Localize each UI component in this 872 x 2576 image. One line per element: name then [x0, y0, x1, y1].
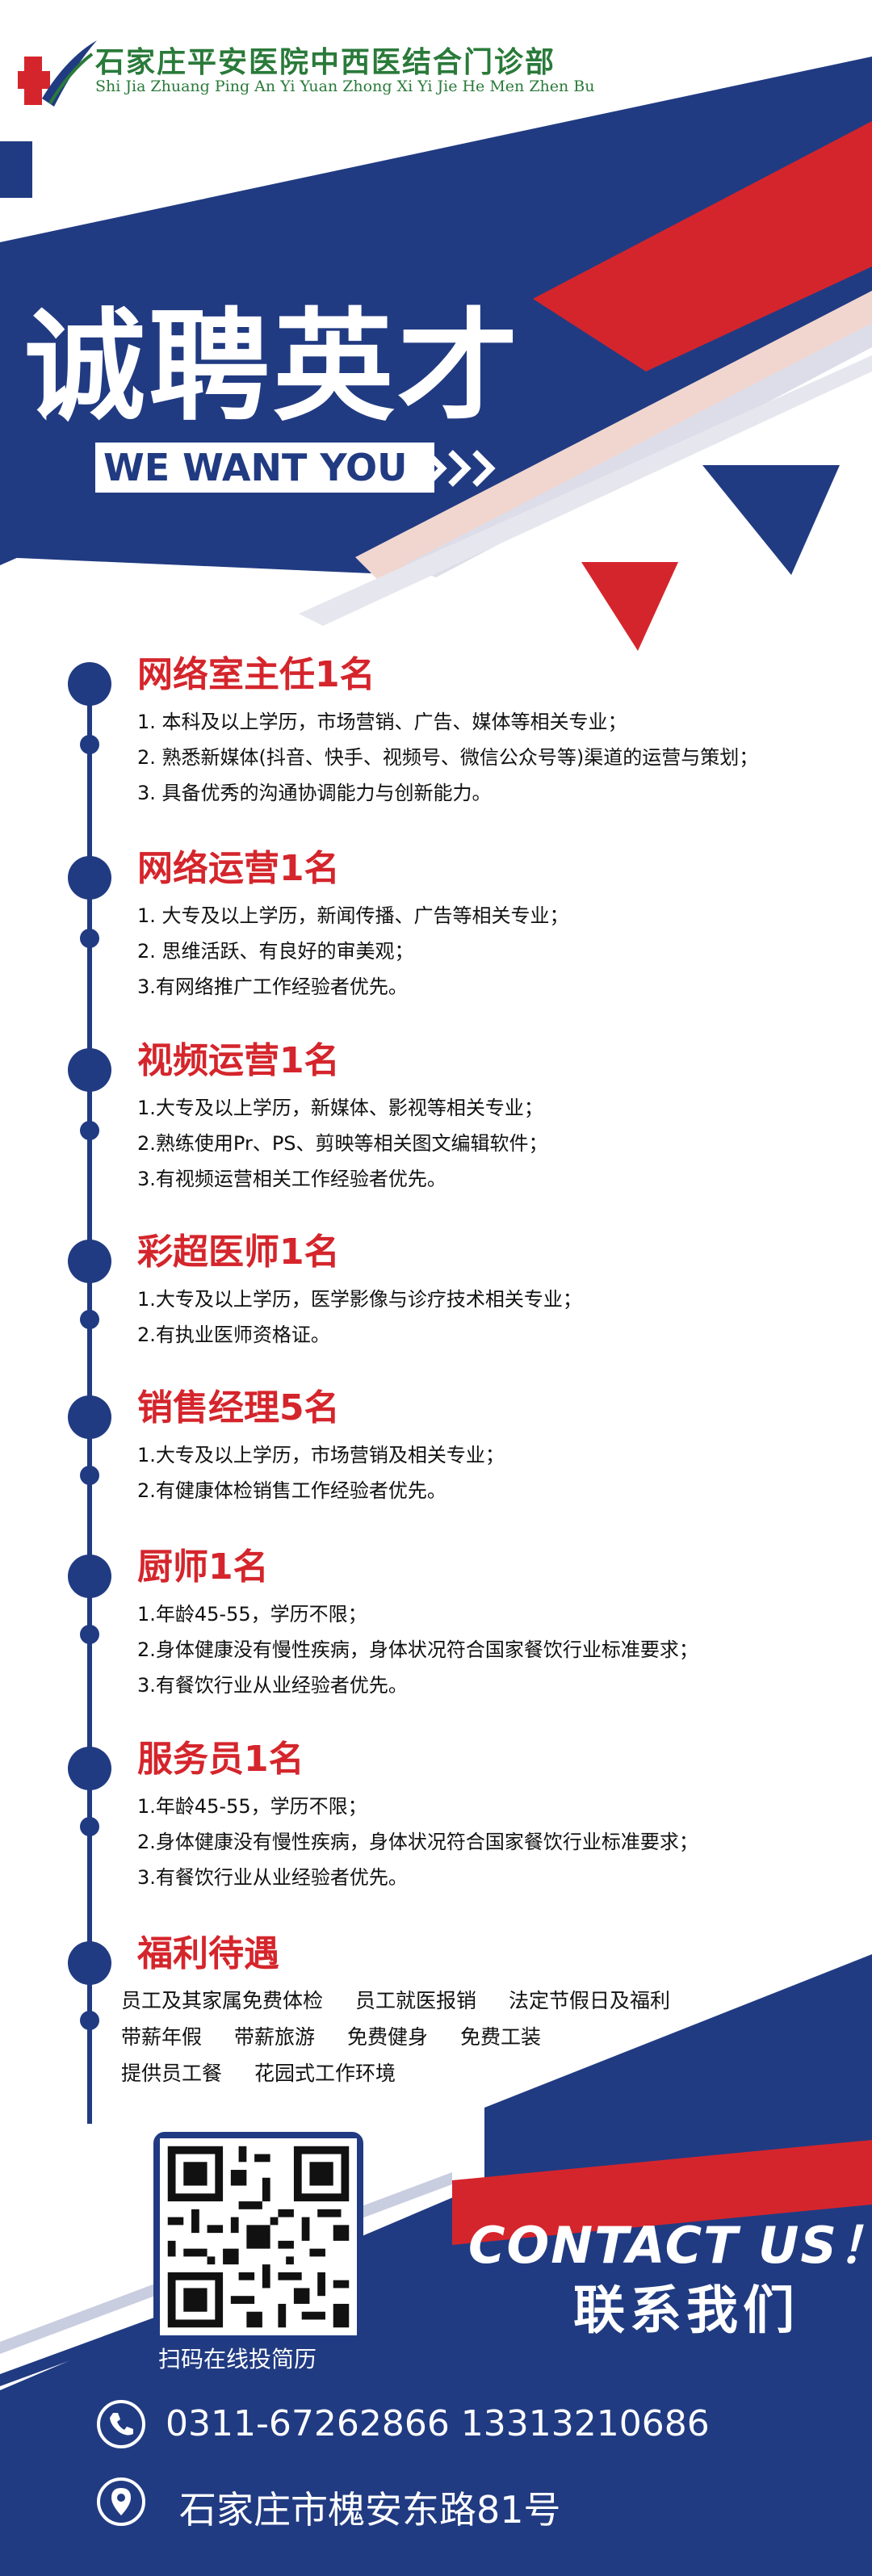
location-pin-icon — [97, 2477, 145, 2526]
benefit-item: 免费健身 — [347, 2025, 429, 2049]
job-requirement: 1.年龄45-55，学历不限； — [137, 1795, 367, 1818]
benefit-item: 员工就医报销 — [355, 1989, 477, 2012]
hero-title: 诚聘英才 — [24, 297, 522, 438]
job-block: 网络运营1名 1. 大专及以上学历，新闻传播、广告等相关专业； 2. 思维活跃、… — [137, 846, 848, 1005]
job-requirement: 2. 熟悉新媒体(抖音、快手、视频号、微信公众号等)渠道的运营与策划； — [137, 746, 759, 769]
timeline-dot-small — [80, 1121, 99, 1140]
hero-subtitle-box — [95, 443, 434, 493]
benefits-row: 带薪年假 带薪旅游 免费健身 免费工装 — [121, 2019, 783, 2055]
job-title: 销售经理5名 — [137, 1387, 340, 1429]
job-requirement: 2.身体健康没有慢性疾病，身体状况符合国家餐饮行业标准要求； — [137, 1638, 698, 1661]
job-requirement: 1.大专及以上学历，新媒体、影视等相关专业； — [137, 1097, 543, 1119]
benefit-item: 花园式工作环境 — [254, 2062, 396, 2085]
phone-icon — [97, 2400, 145, 2448]
job-title: 厨师1名 — [137, 1546, 269, 1588]
contact-heading-en: CONTACT US！ — [468, 2216, 872, 2275]
benefits-row: 提供员工餐 花园式工作环境 — [121, 2055, 783, 2091]
job-requirement: 3. 具备优秀的沟通协调能力与创新能力。 — [137, 782, 492, 804]
hospital-name-en: Shi Jia Zhuang Ping An Yi Yuan Zhong Xi … — [95, 78, 595, 95]
timeline-dot-small — [80, 1817, 99, 1836]
timeline-dot — [68, 1941, 111, 1985]
job-requirement: 1. 本科及以上学历，市场营销、广告、媒体等相关专业； — [137, 711, 627, 733]
job-requirement: 2.熟练使用Pr、PS、剪映等相关图文编辑软件； — [137, 1132, 548, 1155]
job-requirement: 3.有餐饮行业从业经验者优先。 — [137, 1674, 408, 1697]
job-block: 网络室主任1名 1. 本科及以上学历，市场营销、广告、媒体等相关专业； 2. 熟… — [137, 652, 848, 811]
timeline-dot — [68, 1395, 111, 1439]
hospital-name-cn: 石家庄平安医院中西医结合门诊部 — [95, 46, 556, 79]
benefit-item: 员工及其家属免费体检 — [121, 1989, 324, 2012]
job-title: 视频运营1名 — [137, 1040, 340, 1081]
timeline-dot-small — [80, 2011, 99, 2030]
job-requirement: 1.年龄45-55，学历不限； — [137, 1603, 367, 1626]
job-block: 厨师1名 1.年龄45-55，学历不限； 2.身体健康没有慢性疾病，身体状况符合… — [137, 1545, 848, 1703]
job-requirement: 2.身体健康没有慢性疾病，身体状况符合国家餐饮行业标准要求； — [137, 1831, 698, 1853]
timeline-dot — [68, 856, 111, 900]
job-title: 网络运营1名 — [137, 848, 340, 889]
job-requirement: 3.有视频运营相关工作经验者优先。 — [137, 1168, 446, 1190]
job-requirement: 2.有执业医师资格证。 — [137, 1324, 330, 1346]
job-requirement: 3.有餐饮行业从业经验者优先。 — [137, 1866, 408, 1889]
timeline-dot-small — [80, 929, 99, 948]
timeline-dot — [68, 1747, 111, 1790]
job-block: 视频运营1名 1.大专及以上学历，新媒体、影视等相关专业； 2.熟练使用Pr、P… — [137, 1038, 848, 1197]
timeline-dot — [68, 1240, 111, 1283]
hero-subtitle: WE WANT YOU — [103, 446, 408, 489]
qr-code-pattern — [160, 2138, 357, 2335]
job-title: 服务员1名 — [137, 1739, 304, 1780]
phone-number[interactable]: 0311-67262866 13313210686 — [166, 2403, 710, 2444]
timeline-dot — [68, 1048, 111, 1092]
job-requirement: 2.有健康体检销售工作经验者优先。 — [137, 1479, 446, 1502]
timeline-dot-small — [80, 1466, 99, 1485]
job-title: 网络室主任1名 — [137, 654, 375, 695]
benefit-item: 法定节假日及福利 — [509, 1989, 671, 2012]
timeline-dot — [68, 662, 111, 706]
contact-heading-cn: 联系我们 — [573, 2281, 799, 2341]
timeline-dot-small — [80, 1625, 99, 1644]
qr-caption: 扫码在线投简历 — [158, 2346, 317, 2373]
benefit-item: 提供员工餐 — [121, 2062, 223, 2085]
benefit-item: 带薪年假 — [121, 2025, 203, 2049]
qr-code[interactable] — [153, 2132, 363, 2342]
benefit-item: 带薪旅游 — [234, 2025, 316, 2049]
job-requirement: 1.大专及以上学历，医学影像与诊疗技术相关专业； — [137, 1288, 582, 1311]
benefits-list: 员工及其家属免费体检 员工就医报销 法定节假日及福利 带薪年假 带薪旅游 免费健… — [121, 1982, 783, 2091]
timeline-dot-small — [80, 1310, 99, 1329]
job-block: 服务员1名 1.年龄45-55，学历不限； 2.身体健康没有慢性疾病，身体状况符… — [137, 1737, 848, 1895]
benefit-item: 免费工装 — [460, 2025, 542, 2049]
job-block: 彩超医师1名 1.大专及以上学历，医学影像与诊疗技术相关专业； 2.有执业医师资… — [137, 1230, 848, 1353]
job-requirement: 2. 思维活跃、有良好的审美观； — [137, 940, 414, 963]
benefits-row: 员工及其家属免费体检 员工就医报销 法定节假日及福利 — [121, 1982, 783, 2019]
timeline-dot-small — [80, 735, 99, 754]
chevron-right-icon — [424, 450, 496, 487]
benefits-title: 福利待遇 — [137, 1933, 279, 1974]
hospital-logo — [18, 40, 97, 107]
address: 石家庄市槐安东路81号 — [179, 2488, 561, 2532]
job-requirement: 1. 大专及以上学历，新闻传播、广告等相关专业； — [137, 904, 569, 927]
timeline-dot — [68, 1554, 111, 1598]
job-title: 彩超医师1名 — [137, 1231, 340, 1273]
job-requirement: 3.有网络推广工作经验者优先。 — [137, 975, 408, 998]
job-requirement: 1.大专及以上学历，市场营销及相关专业； — [137, 1444, 505, 1466]
benefits-title-block: 福利待遇 — [137, 1932, 848, 1983]
job-block: 销售经理5名 1.大专及以上学历，市场营销及相关专业； 2.有健康体检销售工作经… — [137, 1386, 848, 1508]
